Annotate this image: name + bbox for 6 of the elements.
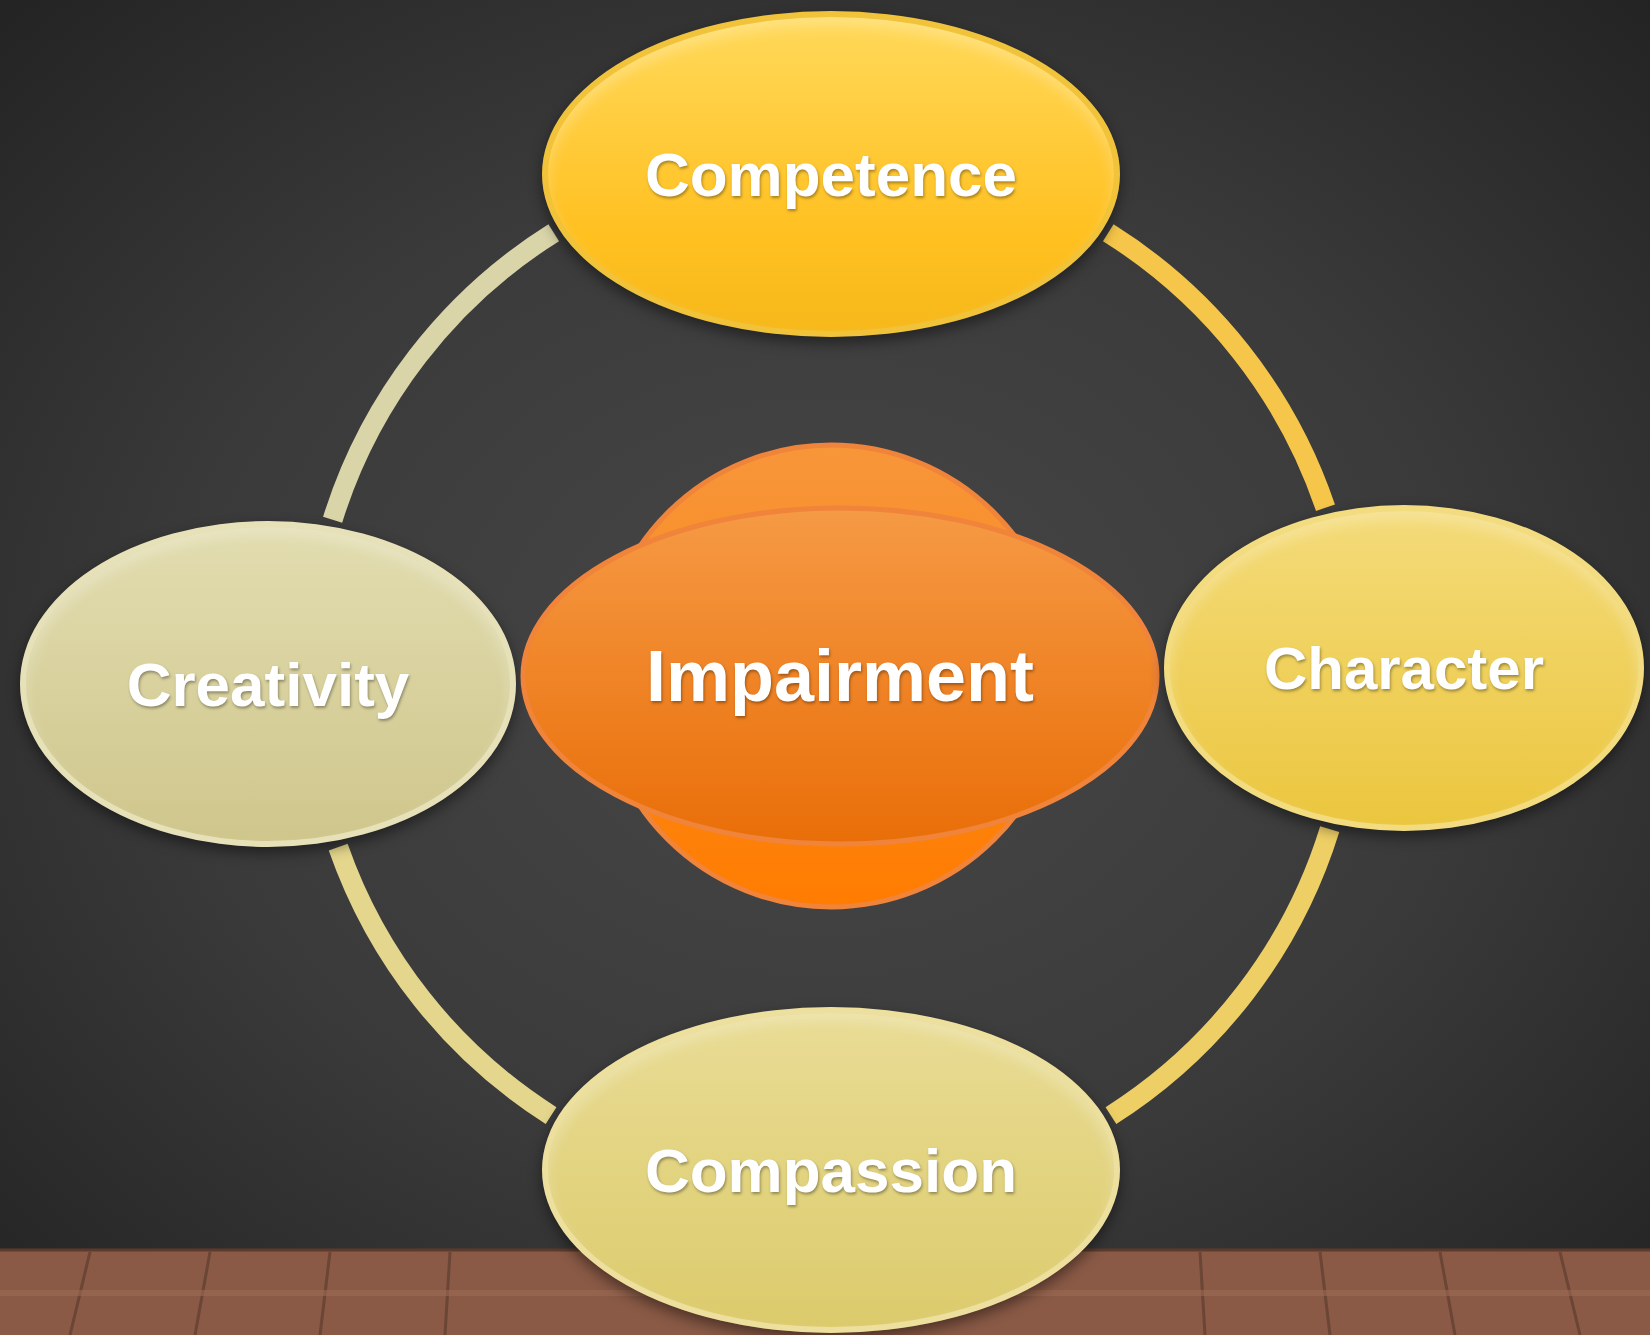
ellipse-node-drawing (520, 442, 1160, 910)
node-label: Impairment (645, 635, 1035, 717)
node-label: Character (1263, 633, 1545, 703)
node-label: Compassion (644, 1134, 1018, 1206)
node-label: Competence (644, 138, 1018, 210)
node-label: Creativity (126, 648, 410, 720)
